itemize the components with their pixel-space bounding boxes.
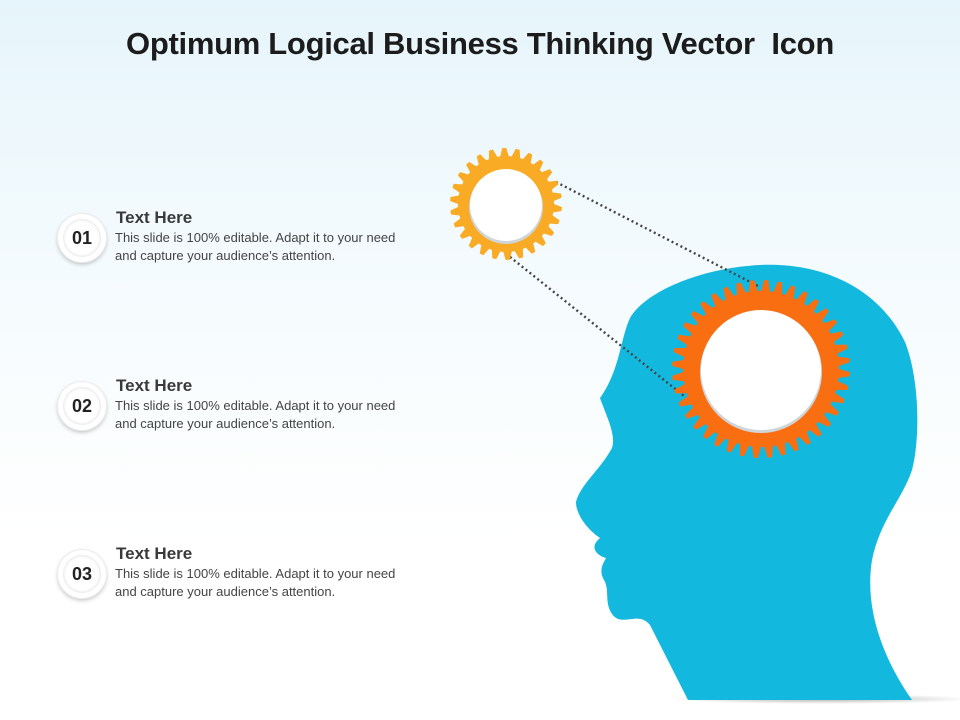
dotted-connector-lines	[509, 180, 759, 397]
small-gear-icon	[450, 148, 562, 260]
gear-hole	[470, 169, 542, 241]
item-description: This slide is 100% editable. Adapt it to…	[115, 230, 396, 263]
item-heading: Text Here	[116, 376, 193, 395]
item-heading: Text Here	[116, 208, 193, 227]
dotted-connector-line	[509, 256, 685, 397]
number-badge: 03	[58, 550, 106, 598]
gear-hole	[701, 310, 821, 430]
item-number: 01	[71, 228, 93, 248]
list-item-03: 03 Text Here This slide is 100% editable…	[58, 544, 438, 620]
item-number: 02	[71, 396, 93, 416]
number-badge-ring	[63, 555, 101, 593]
item-description: This slide is 100% editable. Adapt it to…	[115, 398, 396, 431]
item-description: This slide is 100% editable. Adapt it to…	[115, 566, 396, 599]
number-badge-ring	[63, 219, 101, 257]
list-item-02: 02 Text Here This slide is 100% editable…	[58, 376, 438, 452]
item-number: 03	[71, 564, 93, 584]
list-item-01: 01 Text Here This slide is 100% editable…	[58, 208, 438, 284]
number-badge-ring	[63, 387, 101, 425]
number-badge: 02	[58, 382, 106, 430]
number-badge: 01	[58, 214, 106, 262]
slide-title: Optimum Logical Business Thinking Vector…	[126, 26, 834, 61]
large-gear-icon	[672, 280, 850, 458]
item-heading: Text Here	[116, 544, 193, 563]
